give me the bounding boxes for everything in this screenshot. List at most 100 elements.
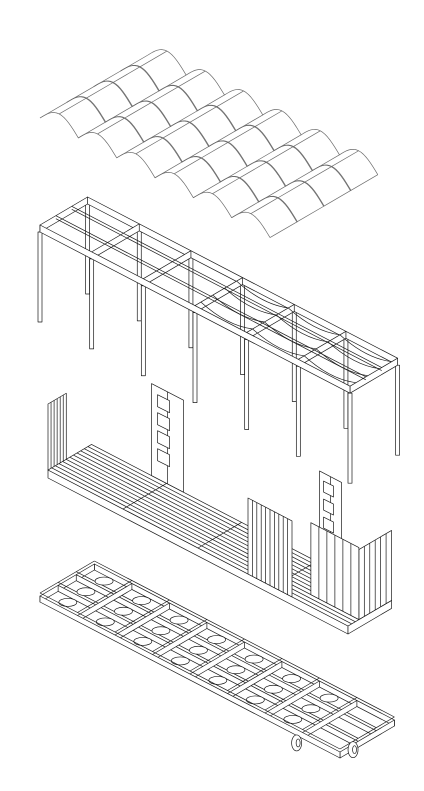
roof-crest-line <box>105 106 132 122</box>
roof-trough-line <box>213 178 240 194</box>
roof-trough-line <box>278 182 305 198</box>
deck-board-joint <box>198 522 242 548</box>
roof-trough-line <box>174 158 201 174</box>
frame-post <box>396 365 400 455</box>
frame-cross-beam <box>40 197 88 232</box>
roof-sheet-back-edge <box>94 81 324 206</box>
base-bearer <box>95 577 113 585</box>
base-cross-member-top <box>115 600 169 632</box>
frame-roof-curve <box>304 356 356 383</box>
frame-roof-curve <box>265 322 317 349</box>
frame-purlin <box>56 219 366 380</box>
frame-post <box>245 339 249 429</box>
roof-trough-line <box>304 166 331 182</box>
base-bearer <box>152 627 170 635</box>
base-layer <box>40 561 394 758</box>
roof-crest-line <box>193 182 220 198</box>
roof-crest-line <box>247 150 274 166</box>
roof-crest-line <box>312 155 339 171</box>
base-bearer <box>189 646 207 654</box>
roof-sheet-back-edge <box>67 97 297 222</box>
roof-sheet-front-edge <box>67 97 297 222</box>
roof-crest-line <box>350 175 377 191</box>
roof-crest-line <box>132 91 159 107</box>
roof-trough-line <box>251 198 278 214</box>
frame-roof-curve <box>253 329 305 356</box>
base-bearer <box>133 597 151 605</box>
roof-trough-line <box>140 51 167 67</box>
frame-layer <box>38 197 400 483</box>
base-bearer <box>283 675 301 683</box>
roof-trough-line <box>266 146 293 162</box>
base-rail-left-top <box>40 561 94 593</box>
frame-post <box>348 393 352 483</box>
frame-roof-curve <box>288 308 340 335</box>
roof-trough-line <box>239 162 266 178</box>
door-right-panel <box>324 499 334 515</box>
base-rail-front-top <box>40 593 340 749</box>
door-back-panel <box>158 395 170 413</box>
frame-purlin <box>56 216 366 377</box>
roof-trough-line <box>228 127 255 143</box>
frame-roof-curve <box>213 295 265 322</box>
base-bearer <box>284 715 302 723</box>
roof-trough-line <box>331 151 358 167</box>
base-bearer <box>227 666 245 674</box>
roof-trough-line <box>151 87 178 103</box>
roof-crest-line <box>197 95 224 111</box>
door-back-panel <box>158 413 170 431</box>
roof-trough-line <box>124 102 151 118</box>
base-bearer <box>170 616 188 624</box>
roof-sheet-back-edge <box>121 65 351 190</box>
base-bearer <box>171 657 189 665</box>
roof-crest-line <box>120 55 147 71</box>
roof-layer <box>40 50 378 238</box>
roof-crest-line <box>232 202 259 218</box>
roof-crest-line <box>209 131 236 147</box>
roof-crest-line <box>274 135 301 151</box>
roof-trough-line <box>113 67 140 83</box>
roof-crest-line <box>235 115 262 131</box>
roof-sheet-back-edge <box>148 50 378 175</box>
base-bearer <box>245 655 263 663</box>
roof-crest-line <box>159 75 186 91</box>
deck-layer <box>48 384 392 634</box>
base-cross-member-top <box>303 698 357 730</box>
roof-crest-line <box>78 122 105 138</box>
roof-crest-line <box>258 186 285 202</box>
roof-trough-line <box>59 98 86 114</box>
base-bearer <box>208 636 226 644</box>
roof-crest-line <box>220 166 247 182</box>
roof-crest-line <box>182 146 209 162</box>
roof-trough-line <box>163 122 190 138</box>
frame-long-beam <box>40 225 350 393</box>
roof-trough-line <box>86 82 113 98</box>
frame-post <box>90 259 94 349</box>
door-back-panel <box>158 449 170 467</box>
base-bearer <box>77 588 95 596</box>
base-bearer <box>114 607 132 615</box>
base-bearer <box>96 618 114 626</box>
roof-crest-line <box>67 86 94 102</box>
frame-roof-curve <box>225 288 277 315</box>
roof-crest-line <box>40 102 67 118</box>
roof-sheet-front-edge <box>40 113 270 238</box>
roof-trough-line <box>178 71 205 87</box>
roof-crest-line <box>117 142 144 158</box>
roof-trough-line <box>255 111 282 127</box>
base-bearer <box>134 637 152 645</box>
base-cross-member-top <box>265 678 319 710</box>
door-right-panel <box>324 481 334 497</box>
frame-post <box>193 313 197 403</box>
base-bearer <box>320 694 338 702</box>
roof-crest-line <box>94 71 121 87</box>
base-cross-member-top <box>78 581 132 613</box>
base-rail-front <box>40 596 340 758</box>
base-bearer <box>59 598 77 606</box>
roof-trough-line <box>98 118 125 134</box>
base-wheel-hub <box>353 746 357 754</box>
roof-crest-line <box>285 170 312 186</box>
door-back-panel <box>158 431 170 449</box>
